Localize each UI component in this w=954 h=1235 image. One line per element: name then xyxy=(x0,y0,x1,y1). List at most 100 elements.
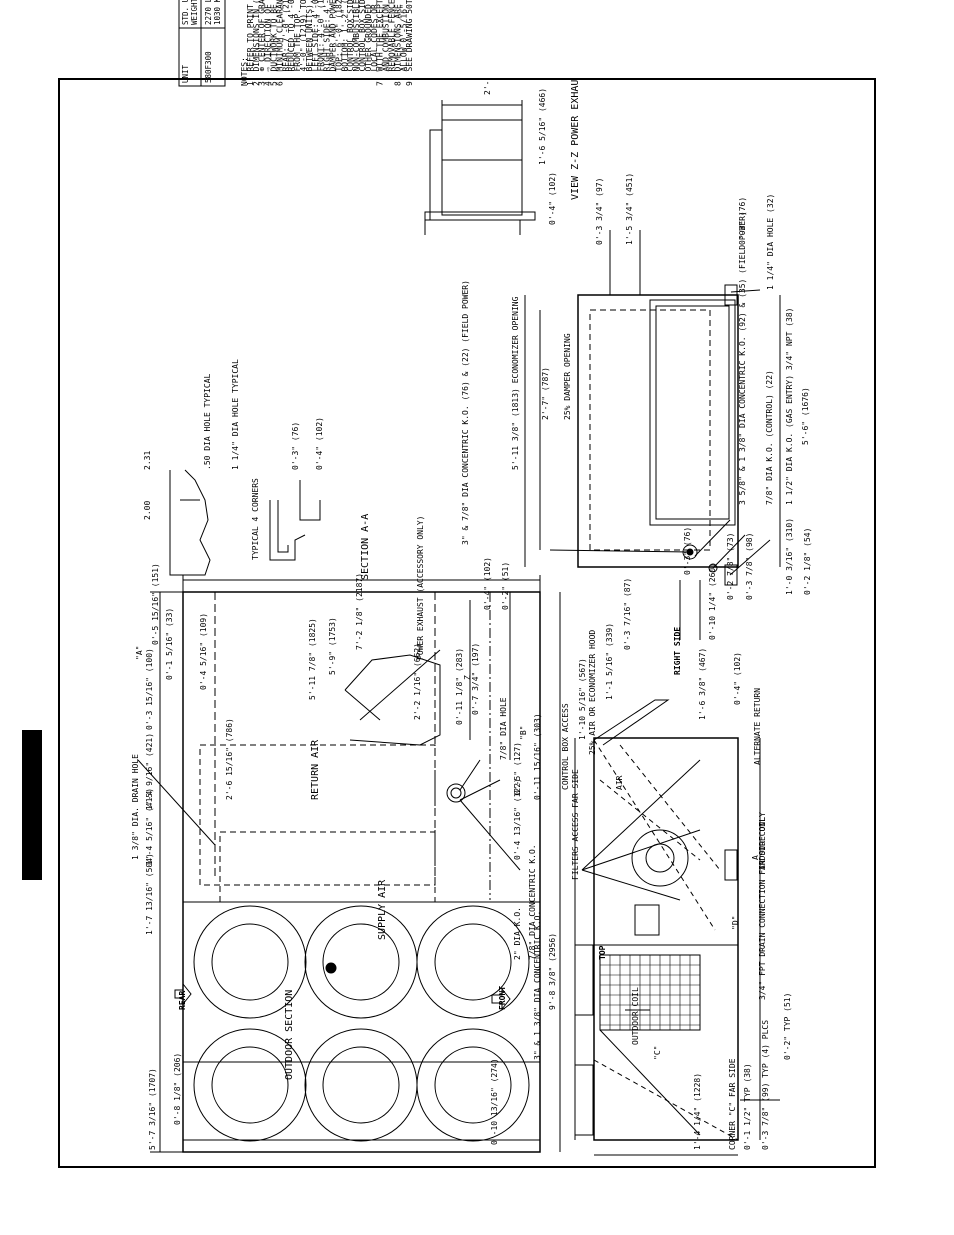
unit-outline-side xyxy=(593,737,739,1141)
dim-text: 0'-5 15/16" (151) xyxy=(151,563,160,645)
leader xyxy=(581,759,701,871)
view-z-z xyxy=(424,100,536,235)
view-z-z-title: VIEW Z-Z POWER EXHAUST (ACCESSORY ONLY) xyxy=(570,80,581,200)
fan-hub xyxy=(434,1046,512,1124)
dim-text: 2'-1 5/8" (651) xyxy=(483,80,492,95)
dim-text: 9'-8 3/8" (2956) xyxy=(548,933,557,1010)
dim-text: 0'-1 1/2" TYP (38) xyxy=(743,1063,752,1150)
dim-text: 5'-6" (1676) xyxy=(801,387,810,445)
fan-hub xyxy=(211,923,289,1001)
label-field-power-ko: 3" & 7/8" DIA CONCENTRIC K.O. (76) & (22… xyxy=(461,280,470,545)
dim-text: 0'-5" (127) xyxy=(513,742,522,795)
note-line: FROM THE TOP. xyxy=(293,9,302,86)
page-edge-tab xyxy=(22,730,42,880)
dim-text: 2.00 xyxy=(143,501,152,520)
table-cell: 580F300 xyxy=(204,51,213,83)
dim-text: 5'-7 3/16" (1707) xyxy=(148,1068,157,1150)
damper-opening-inner xyxy=(655,305,730,520)
label-ko-control: 7/8" DIA K.O. (CONTROL) (22) xyxy=(765,370,774,505)
dim-text: 1'-4 1/4" (1228) xyxy=(693,1073,702,1150)
dim-text: 0'-11 1/8" (283) xyxy=(455,648,464,725)
blower xyxy=(631,829,689,887)
exhaust-detail xyxy=(344,689,381,721)
dim-text: 5'-11 7/8" (1825) xyxy=(308,618,317,700)
leader xyxy=(459,799,521,871)
filter-rack xyxy=(619,744,721,871)
note-line: FRONT: 4'-0" (1219) FOR CONTROL BOX ACCE… xyxy=(317,0,326,86)
leader xyxy=(694,519,731,557)
table-header-cell: STD. UNIT xyxy=(181,0,190,25)
dim-text: 0'-4" (102) xyxy=(548,172,557,225)
label-drain-conn: 3/4" FPT DRAIN CONNECTION FAR SIDE ONLY xyxy=(758,812,767,1000)
note-line: REDUCED TO 4'-0" (1219) IF CONDITIONS PE… xyxy=(287,0,296,86)
dim-text: 2'-7" (787) xyxy=(541,367,550,420)
dim-text: 0'-1 5/16" (33) xyxy=(165,608,174,680)
note-line: 1. REFER TO PRINT FOR ROOF CURB ACCESSOR… xyxy=(246,0,255,86)
label-corner-c: CORNER "C" FAR SIDE xyxy=(728,1058,737,1150)
leader xyxy=(359,649,441,721)
note-line: REAR: 7'-0" (2134) FOR COIL REMOVAL. THI… xyxy=(281,0,290,86)
corner-section xyxy=(269,500,306,561)
dim-text: 1'-1 5/16" (339) xyxy=(605,623,614,700)
corner-section-inner xyxy=(277,500,289,553)
airflow-arrow xyxy=(174,982,192,1006)
blower-hub xyxy=(645,843,675,873)
note-line: 8. DIMENSIONS ARE FROM OUTSIDE OF CORNER… xyxy=(393,0,402,86)
leader xyxy=(730,289,761,293)
label-economizer-opening: 5'-11 3/8" (1813) ECONOMIZER OPENING xyxy=(511,296,520,470)
leader xyxy=(712,534,746,569)
note-line: LEFT SIDE: 4'-0" (1219) FOR PROPER CONDE… xyxy=(311,0,320,86)
label-supply-air: SUPPLY AIR xyxy=(377,879,388,940)
note-line: RIGHT SIDE: 4'-0" (1219) FOR PROPER OPER… xyxy=(323,0,332,86)
filter-rack xyxy=(593,739,716,931)
section-a-a xyxy=(169,469,321,576)
dim-text: 0'-7 3/4" (197) xyxy=(471,643,480,715)
label-control-box: CONTROL BOX ACCESS xyxy=(561,703,570,790)
table-header-cell: WEIGHT xyxy=(190,0,199,25)
table-frame xyxy=(178,0,226,87)
label-filters: FILTERS ACCESS FAR SIDE xyxy=(571,769,580,880)
note-line: NON-COMBUSTIBLE. xyxy=(352,0,361,86)
label-damper-opening: 25% DAMPER OPENING xyxy=(563,333,572,420)
note-line: 3. ⊕ CENTER OF GRAVITY. xyxy=(258,0,267,86)
filter-rack xyxy=(599,779,701,861)
supply-air-opening xyxy=(219,831,436,903)
note-line: TOP: 6'-0" (1829) TO ASSURE PROPER CONDE… xyxy=(334,0,343,86)
note-line: 7. WITH THE EXCEPTION OF CLEARANCE FOR T… xyxy=(376,0,385,86)
label-top: TOP xyxy=(598,945,607,960)
airflow-arrow xyxy=(491,987,511,1011)
leader xyxy=(729,539,771,576)
dim-text: 1'-6 3/8" (467) xyxy=(698,648,707,720)
label-drain-hole: 1 3/8" DIA. DRAIN HOLE xyxy=(131,754,140,860)
dim-text: 0'-3 7/8" (99) TYP (4) PLCS xyxy=(761,1020,770,1150)
dim-text: 0'-2" (51) xyxy=(501,562,510,610)
label-typical-corners: TYPICAL 4 CORNERS xyxy=(251,478,260,560)
dim-text: 1'-7 13/16" (504) xyxy=(145,853,154,935)
note-line: 2. DIMENSIONS IN ( ) ARE IN MILLIMETERS. xyxy=(252,0,261,86)
note-line: 4. ⇨ DIRECTION OF AIR FLOW. xyxy=(264,0,273,86)
label-a-side: A xyxy=(751,855,760,860)
dim-text: 0'-8 1/8" (206) xyxy=(173,1053,182,1125)
label-z: Z xyxy=(463,675,472,680)
note-line: BOTTOM: 1'-2" (356) TO COMBUSTIBLE SURFA… xyxy=(340,0,349,86)
dim-text: 0'-4 5/16" (109) xyxy=(199,613,208,690)
note-line: 4'-0" (1219) TO COMBUSTIBLE SURFACES, AL… xyxy=(299,0,308,86)
leader xyxy=(581,829,701,871)
dim-text: 7'-2 1/8" (2187) xyxy=(355,573,364,650)
leader xyxy=(137,759,216,846)
label-front: FRONT xyxy=(498,986,507,1010)
dim-text: 0'-2 7/8" (73) xyxy=(726,533,735,600)
gas-entry xyxy=(724,564,738,586)
dim-text: 0'-3 7/16" (87) xyxy=(623,578,632,650)
dim-text: 1'-5 3/4" (451) xyxy=(625,173,634,245)
fan-guard xyxy=(574,944,594,1016)
dim-text: 0'-3 7/8" (98) xyxy=(745,533,754,600)
note-line: 5. DUCTWORK TO BE ATTACHED TO ACCESSORY … xyxy=(270,0,279,86)
dim-text: 0'-4 13/16" (122) xyxy=(513,778,522,860)
note-line: REMOVABLE FENCE OR BARRICADE REQUIRES NO… xyxy=(388,0,397,86)
label-c-mark: "C" xyxy=(653,1046,662,1060)
dim-text: 0'-11 15/16" (303) xyxy=(533,713,542,800)
label-dia-ko: 2" DIA K.O. xyxy=(513,907,522,960)
label-hole-50: .50 DIA HOLE TYPICAL xyxy=(203,373,212,470)
